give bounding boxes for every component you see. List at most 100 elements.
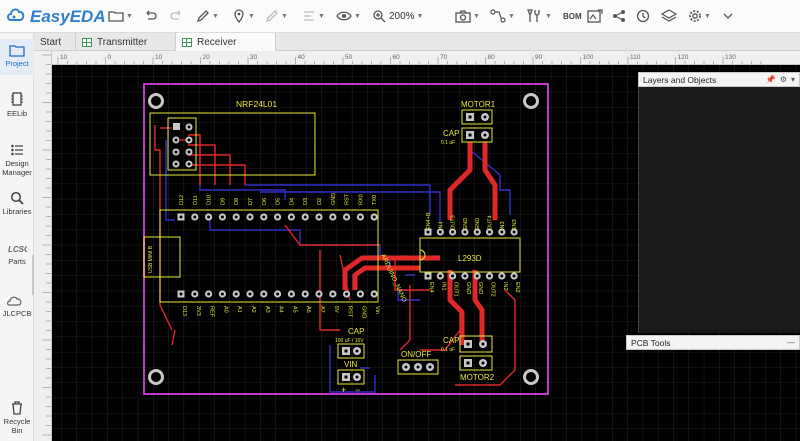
history-button[interactable] [636, 5, 650, 27]
layers-button[interactable] [661, 5, 677, 27]
zoom-menu-button[interactable]: 200% ▼ [372, 5, 424, 27]
pin-label: D10 [207, 195, 213, 205]
share-icon [612, 9, 626, 23]
tools-icon [527, 9, 543, 23]
pin-label: D11 [193, 195, 199, 205]
edit-menu-button[interactable]: ▼ [265, 5, 288, 27]
motor1-label: MOTOR1 [461, 100, 496, 109]
gear-icon [688, 9, 702, 23]
chevron-down-icon: ▼ [212, 12, 219, 20]
pcb-tools-panel-header[interactable]: PCB Tools — [626, 335, 800, 350]
share-button[interactable] [612, 5, 626, 27]
mounting-holes [148, 93, 539, 385]
pad-hole [438, 230, 442, 234]
sidebar-item-label: Project [5, 59, 29, 68]
sidebar-splitter[interactable] [32, 255, 34, 295]
top-toolbar: EasyEDA ▼ ▼ ▼ ▼ ▼ ▼ [0, 0, 800, 33]
align-menu-button[interactable]: ▼ [302, 5, 325, 27]
pad-hole [234, 292, 238, 296]
sidebar-item-project[interactable]: Project [0, 39, 34, 75]
pad-hole [179, 292, 183, 296]
redo-button[interactable] [170, 5, 184, 27]
chevron-down-icon: ▼ [248, 12, 255, 20]
lcsc-icon: LCSC [0, 243, 34, 255]
pin-label: A0 [222, 306, 228, 313]
vin-connector: VIN + − [337, 360, 365, 395]
pin-label: GND [463, 218, 469, 230]
pin-label: OUT4 [488, 215, 494, 230]
ruler-label: 50 [345, 54, 353, 61]
tab-label: Transmitter [97, 36, 148, 48]
ruler-label: 80 [488, 54, 496, 61]
pcb-tools-panel-title: PCB Tools [631, 337, 671, 348]
more-button[interactable] [722, 5, 734, 27]
pin-label: RX0 [358, 194, 364, 205]
zoom-level: 200% [389, 10, 415, 22]
tools-menu-button[interactable]: ▼ [527, 5, 552, 27]
sidebar-item-parts[interactable]: LCSC Parts [0, 243, 34, 266]
pad-hole [234, 215, 238, 219]
view-menu-button[interactable]: ▼ [336, 5, 361, 27]
place-menu-button[interactable]: ▼ [232, 5, 255, 27]
sidebar-item-jlcpcb[interactable]: JLCPCB [0, 295, 34, 318]
pad-hole [262, 292, 266, 296]
usb-label: USB MINI B [148, 245, 154, 273]
cap-bulk-value: 100 uF / 16V [335, 338, 364, 344]
draw-menu-button[interactable]: ▼ [196, 5, 219, 27]
left-ruler-scale [42, 54, 51, 436]
pin-label: TX0 [372, 195, 378, 205]
bom-button[interactable]: BOM [563, 5, 582, 27]
pad-hole [220, 292, 224, 296]
align-icon [302, 9, 316, 23]
sidebar-item-design-manager[interactable]: Design Manager [0, 143, 34, 177]
tab-receiver[interactable]: Receiver [176, 33, 276, 51]
route-menu-button[interactable]: ▼ [490, 5, 515, 27]
app-logo[interactable]: EasyEDA [6, 6, 106, 28]
chevron-down-icon: ▼ [354, 12, 361, 20]
undo-button[interactable] [143, 5, 157, 27]
ruler-label: 100 [583, 54, 594, 61]
ruler-label: 130 [725, 54, 736, 61]
onoff-switch: ON/OFF [397, 350, 439, 375]
sidebar-item-recycle-bin[interactable]: Recycle Bin [0, 401, 34, 435]
pad-hole [207, 215, 211, 219]
sidebar-item-eelib[interactable]: EELib [0, 91, 34, 118]
pad-hole [193, 215, 197, 219]
chevron-down-icon[interactable]: ▾ [790, 75, 795, 84]
redo-icon [170, 9, 184, 23]
pad-hole [358, 215, 362, 219]
sidebar-item-libraries[interactable]: Libraries [0, 191, 34, 216]
schematic-icon [182, 37, 192, 47]
pin-label: EN4+B [426, 212, 432, 230]
file-menu-button[interactable]: ▼ [108, 5, 133, 27]
edit-icon [265, 9, 279, 23]
sidebar-item-label: Libraries [2, 207, 32, 216]
undo-icon [143, 9, 157, 23]
bom-label: BOM [563, 11, 582, 21]
fabrication-button[interactable] [587, 5, 603, 27]
folder-icon [108, 9, 124, 23]
nrf24l01-footprint: NRF24L01 [149, 99, 316, 176]
motor2-label: MOTOR2 [460, 373, 495, 382]
cap-bottom-value: 0.1 uF [441, 347, 455, 353]
pin-label: GND [475, 218, 481, 230]
folder-icon [0, 43, 34, 57]
pin-label: A4 [278, 306, 284, 313]
pin-label: Vin [374, 306, 380, 314]
pin-label: D13 [181, 306, 187, 316]
tab-start[interactable]: Start [34, 33, 76, 51]
tab-transmitter[interactable]: Transmitter [76, 33, 176, 51]
layers-panel-header[interactable]: Layers and Objects 📌 ⚙ ▾ [638, 72, 800, 87]
settings-menu-button[interactable]: ▼ [688, 5, 711, 27]
export-menu-button[interactable]: ▼ [455, 5, 480, 27]
pin-icon[interactable]: 📌 [765, 75, 776, 84]
chevron-down-icon: ▼ [416, 12, 424, 20]
l293d-top-pads [424, 228, 518, 236]
collapse-icon[interactable]: — [787, 338, 795, 347]
pad-hole [317, 292, 321, 296]
gear-icon[interactable]: ⚙ [779, 75, 787, 84]
